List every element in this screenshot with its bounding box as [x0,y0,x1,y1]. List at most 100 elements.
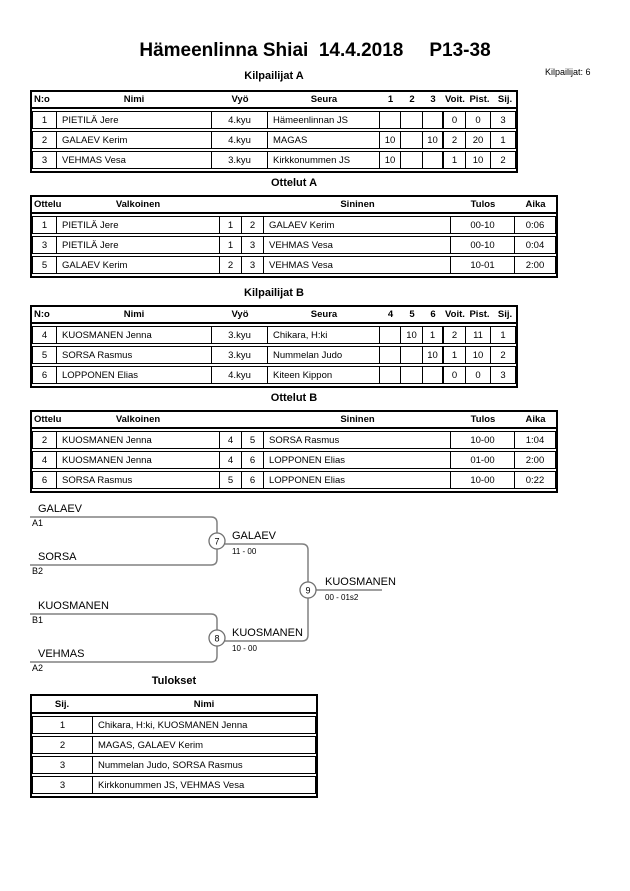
bracket-seed: B1 [32,615,44,625]
cell-wn: 5 [220,472,242,488]
col-header-name: Nimi [193,698,215,710]
cell-place: 3 [33,757,93,773]
cell-result: 10-01 [451,257,515,273]
col-header-club: Seura [310,309,338,320]
pool-a-title: Kilpailijat A [244,70,304,82]
cell-c1 [380,112,401,128]
cell-c3 [423,367,442,383]
cell-c1 [380,367,401,383]
cell-c1 [380,347,401,363]
results-table: Sij. Nimi 1 Chikara, H:ki, KUOSMANEN Jen… [30,694,318,798]
cell-name: Kirkkonummen JS, VEHMAS Vesa [98,779,245,791]
col-header-c3: 6 [430,309,436,320]
cell-white: KUOSMANEN Jenna [57,432,220,448]
cell-time: 0:06 [525,219,545,231]
cell-c1 [380,327,401,343]
cell-blue: LOPPONEN Elias [264,452,451,468]
cell-points: 10 [466,152,491,168]
match-circle-9 [299,581,317,599]
cell-no: 4 [33,327,57,343]
cell-place: 2 [33,737,93,753]
cell-c2 [401,132,423,148]
cell-result: 10-00 [451,432,515,448]
col-header-c1: 4 [387,309,394,320]
cell-time: 0:04 [525,239,545,251]
col-header-c2: 2 [409,94,415,105]
col-header-wn [220,197,242,212]
cell-blue: SORSA Rasmus [264,432,451,448]
cell-c2 [401,367,423,383]
bracket-seed: A1 [32,518,44,528]
table-row: 4 KUOSMANEN Jenna 4 6 LOPPONEN Elias 01-… [32,451,556,469]
cell-club: Kiteen Kippon [268,367,380,383]
cell-bn: 3 [242,237,264,253]
cell-blue: LOPPONEN Elias [264,472,451,488]
cell-result: 10-00 [451,472,515,488]
col-header-wins: Voit. [445,309,465,320]
bracket-score: 11 - 00 [232,547,257,556]
cell-wn: 2 [220,257,242,273]
table-row: 4 KUOSMANEN Jenna 3.kyu Chikara, H:ki 10… [32,326,516,344]
competitor-count: Kilpailijat: 6 [545,67,591,77]
cell-wins: 0 [442,112,466,128]
cell-points: 11 [466,327,491,343]
cell-club: Kirkkonummen JS [268,152,380,168]
cell-place: 3 [33,777,93,793]
table-row: 3 Kirkkonummen JS, VEHMAS Vesa [32,776,316,794]
cell-belt: 3.kyu [212,347,268,363]
cell-place: 1 [33,717,93,733]
bracket-winner: KUOSMANEN [232,627,303,639]
cell-wn: 4 [220,452,242,468]
cell-blue: VEHMAS Vesa [264,237,451,253]
cell-blue: VEHMAS Vesa [264,257,451,273]
match-number-8: 8 [214,634,219,644]
page-title-text: Hämeenlinna Shiai 14.4.2018 [139,40,404,61]
bracket-champion: KUOSMANEN [325,576,396,588]
cell-no: 3 [33,152,57,168]
cell-bn: 6 [242,472,264,488]
cell-bn: 6 [242,452,264,468]
cell-wins: 2 [442,327,466,343]
cell-place: 1 [500,134,506,146]
match-circle-7 [208,532,226,550]
cell-time: 1:04 [525,434,545,446]
col-header-wins: Voit. [445,94,465,105]
pool-a-header-row: N:o Nimi Vyö Seura 1 2 3 Voit. Pist. Sij… [32,92,516,109]
cell-time: 2:00 [525,454,545,466]
col-header-place: Sij. [497,94,513,105]
col-header-name: Nimi [123,94,145,105]
cell-club: Nummelan Judo [268,347,380,363]
bracket-player: KUOSMANEN [38,600,109,612]
col-header-bn [242,412,264,427]
cell-name: Chikara, H:ki, KUOSMANEN Jenna [98,719,248,731]
cell-c1: 10 [380,152,401,168]
results-header-row: Sij. Nimi [32,696,316,714]
col-header-bn [242,197,264,212]
cell-club: Chikara, H:ki [268,327,380,343]
cell-belt: 4.kyu [212,112,268,128]
cell-belt: 3.kyu [212,152,268,168]
cell-white: KUOSMANEN Jenna [57,452,220,468]
cell-blue: GALAEV Kerim [264,217,451,233]
cell-points: 0 [466,367,491,383]
cell-c3: 10 [427,349,438,361]
cell-wins: 1 [442,347,466,363]
table-row: 3 VEHMAS Vesa 3.kyu Kirkkonummen JS 10 1… [32,151,516,169]
col-header-white: Valkoinen [115,199,161,210]
pool-b-title: Kilpailijat B [244,287,304,299]
col-header-belt: Vyö [231,309,249,320]
cell-bn: 2 [242,217,264,233]
cell-c3 [423,152,442,168]
cell-white: PIETILÄ Jere [57,237,220,253]
col-header-c3: 3 [430,94,436,105]
table-row: 1 Chikara, H:ki, KUOSMANEN Jenna [32,716,316,734]
table-row: 2 MAGAS, GALAEV Kerim [32,736,316,754]
pool-b-header-row: N:o Nimi Vyö Seura 4 5 6 Voit. Pist. Sij… [32,307,516,324]
col-header-time: Aika [525,199,546,210]
cell-no: 6 [33,367,57,383]
cell-place: 2 [500,349,506,361]
bracket-score: 10 - 00 [232,644,257,653]
col-header-c1: 1 [387,94,394,105]
cell-white: PIETILÄ Jere [57,217,220,233]
